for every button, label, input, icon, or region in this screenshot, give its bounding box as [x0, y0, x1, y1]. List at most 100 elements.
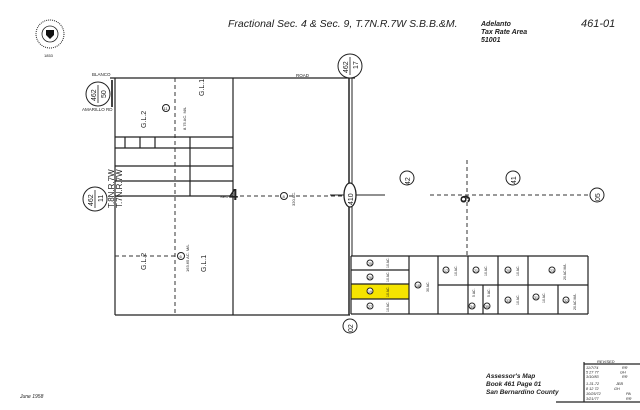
parcel-32[interactable]: 32 20 AC M/L	[562, 294, 577, 310]
svg-text:10 AC.: 10 AC.	[542, 292, 546, 303]
svg-text:25: 25	[368, 262, 372, 266]
section-4-number: 4	[229, 187, 238, 204]
parcel-grid	[350, 255, 589, 315]
parcel-35[interactable]: 35 5 AC.	[483, 288, 491, 310]
svg-text:10 AC.: 10 AC.	[454, 265, 458, 276]
svg-text:1-31-72: 1-31-72	[586, 382, 600, 386]
svg-text:10 AC.: 10 AC.	[386, 286, 390, 297]
parcel-23[interactable]: 23 20 AC M/L	[548, 264, 567, 280]
svg-text:18: 18	[416, 284, 420, 288]
road-label-blanco: BLANCO	[92, 72, 111, 77]
svg-text:42: 42	[405, 177, 412, 185]
svg-text:8 12 72: 8 12 72	[586, 387, 600, 391]
page-circle-02: 02	[342, 318, 358, 334]
assessor-line-2: Book 461 Page 01	[486, 381, 542, 388]
township-south: T.7N.R.7W	[115, 169, 124, 208]
shield-icon	[46, 30, 54, 39]
map-title: Fractional Sec. 4 & Sec. 9, T.7N.R.7W S.…	[228, 18, 458, 30]
svg-text:10/25/72: 10/25/72	[586, 392, 602, 396]
assessor-line-3: San Bernardino County	[486, 389, 559, 396]
tax-rate-label: Tax Rate Area	[481, 29, 527, 36]
assessor-line-1: Assessor's Map	[485, 373, 535, 380]
svg-text:10 AC.: 10 AC.	[386, 301, 390, 312]
ref-circle-462-50: 462 50	[85, 81, 111, 107]
county-seal: 1853	[35, 19, 65, 58]
svg-text:20: 20	[506, 269, 510, 273]
svg-text:26: 26	[368, 276, 372, 280]
svg-text:10 AC.: 10 AC.	[386, 271, 390, 282]
sec4-parcel-8: 8 320 AC.	[280, 192, 296, 206]
svg-text:17: 17	[444, 269, 448, 273]
parcel-25[interactable]: 25 10 AC.	[366, 257, 390, 268]
svg-text:34: 34	[470, 305, 474, 309]
parcel-27[interactable]: 27 10 AC.	[366, 301, 390, 312]
svg-text:32: 32	[564, 299, 568, 303]
svg-text:11: 11	[98, 195, 105, 202]
svg-text:RR: RR	[622, 375, 628, 379]
gov-lot-2-north: G.L.2	[141, 111, 148, 128]
section-4-boundaries	[110, 77, 355, 316]
page-circle-41: 41	[505, 170, 521, 186]
sec4-parcel-6: 6 163.65 AC. M/L	[177, 244, 190, 272]
svg-text:10 AC.: 10 AC.	[516, 294, 520, 305]
svg-text:21: 21	[474, 269, 478, 273]
svg-text:462: 462	[343, 61, 350, 73]
svg-text:50: 50	[101, 90, 108, 98]
map-date: June 1958	[19, 394, 44, 400]
svg-text:5 27 77: 5 27 77	[586, 371, 600, 375]
map-number: 461-01	[581, 18, 615, 30]
svg-text:41: 41	[511, 176, 518, 184]
seal-year: 1853	[44, 53, 54, 58]
svg-text:8.75 AC. M/L: 8.75 AC. M/L	[182, 106, 187, 130]
svg-text:05: 05	[595, 193, 602, 201]
svg-text:20 AC M/L: 20 AC M/L	[573, 294, 577, 310]
svg-text:462: 462	[91, 89, 98, 101]
svg-text:RR: RR	[626, 397, 632, 401]
township-north: T.8N.R.7W	[107, 169, 116, 208]
parcel-34[interactable]: 345 AC.	[468, 288, 476, 310]
svg-text:20 AC M/L: 20 AC M/L	[563, 264, 567, 280]
svg-text:23: 23	[550, 269, 554, 273]
svg-text:PA: PA	[626, 392, 631, 396]
parcel-31[interactable]: 31 10 AC.	[532, 292, 546, 303]
svg-text:31: 31	[534, 296, 538, 300]
svg-text:5 AC.: 5 AC.	[487, 288, 491, 297]
parcel-26[interactable]: 26 10 AC.	[366, 271, 390, 282]
highlighted-parcel[interactable]	[351, 284, 409, 299]
svg-text:10 AC.: 10 AC.	[386, 257, 390, 268]
svg-text:11/7/74: 11/7/74	[586, 366, 598, 370]
svg-text:462: 462	[88, 194, 95, 206]
parcel-19[interactable]: 19 10 AC.	[366, 286, 390, 297]
gov-lot-1-north: G.L.1	[199, 79, 206, 96]
ref-circle-462-17: 462 17	[337, 53, 363, 79]
svg-text:163.65 AC. M/L: 163.65 AC. M/L	[185, 244, 190, 272]
svg-text:JEB: JEB	[615, 382, 623, 386]
sec4-parcel-11: 11 8.75 AC. M/L	[162, 104, 187, 130]
svg-text:10 AC.: 10 AC.	[484, 265, 488, 276]
svg-text:19: 19	[368, 290, 372, 294]
sec-label: SEC	[220, 194, 228, 199]
parcel-17[interactable]: 17 10 AC.	[442, 265, 458, 276]
svg-text:3/21/77: 3/21/77	[586, 397, 600, 401]
svg-text:27: 27	[368, 305, 372, 309]
gov-lot-1-south: G.L.1	[201, 255, 208, 272]
page-circle-42: 42	[399, 170, 415, 186]
area-name: Adelanto	[480, 21, 512, 28]
svg-text:GH: GH	[614, 387, 620, 391]
svg-text:11: 11	[164, 106, 169, 111]
parcel-20[interactable]: 20 10 AC.	[504, 265, 520, 276]
svg-text:GH: GH	[620, 371, 626, 375]
page-circle-05: 05	[589, 187, 605, 203]
svg-text:8: 8	[283, 194, 286, 199]
road-label-road: ROAD	[296, 73, 310, 78]
parcel-21[interactable]: 21 10 AC.	[472, 265, 488, 276]
svg-text:35: 35	[485, 305, 489, 309]
svg-text:10 AC.: 10 AC.	[516, 265, 520, 276]
gov-lot-2-south: G.L.2	[141, 253, 148, 270]
road-number-oval: 410	[330, 182, 385, 208]
svg-text:02: 02	[348, 324, 355, 332]
